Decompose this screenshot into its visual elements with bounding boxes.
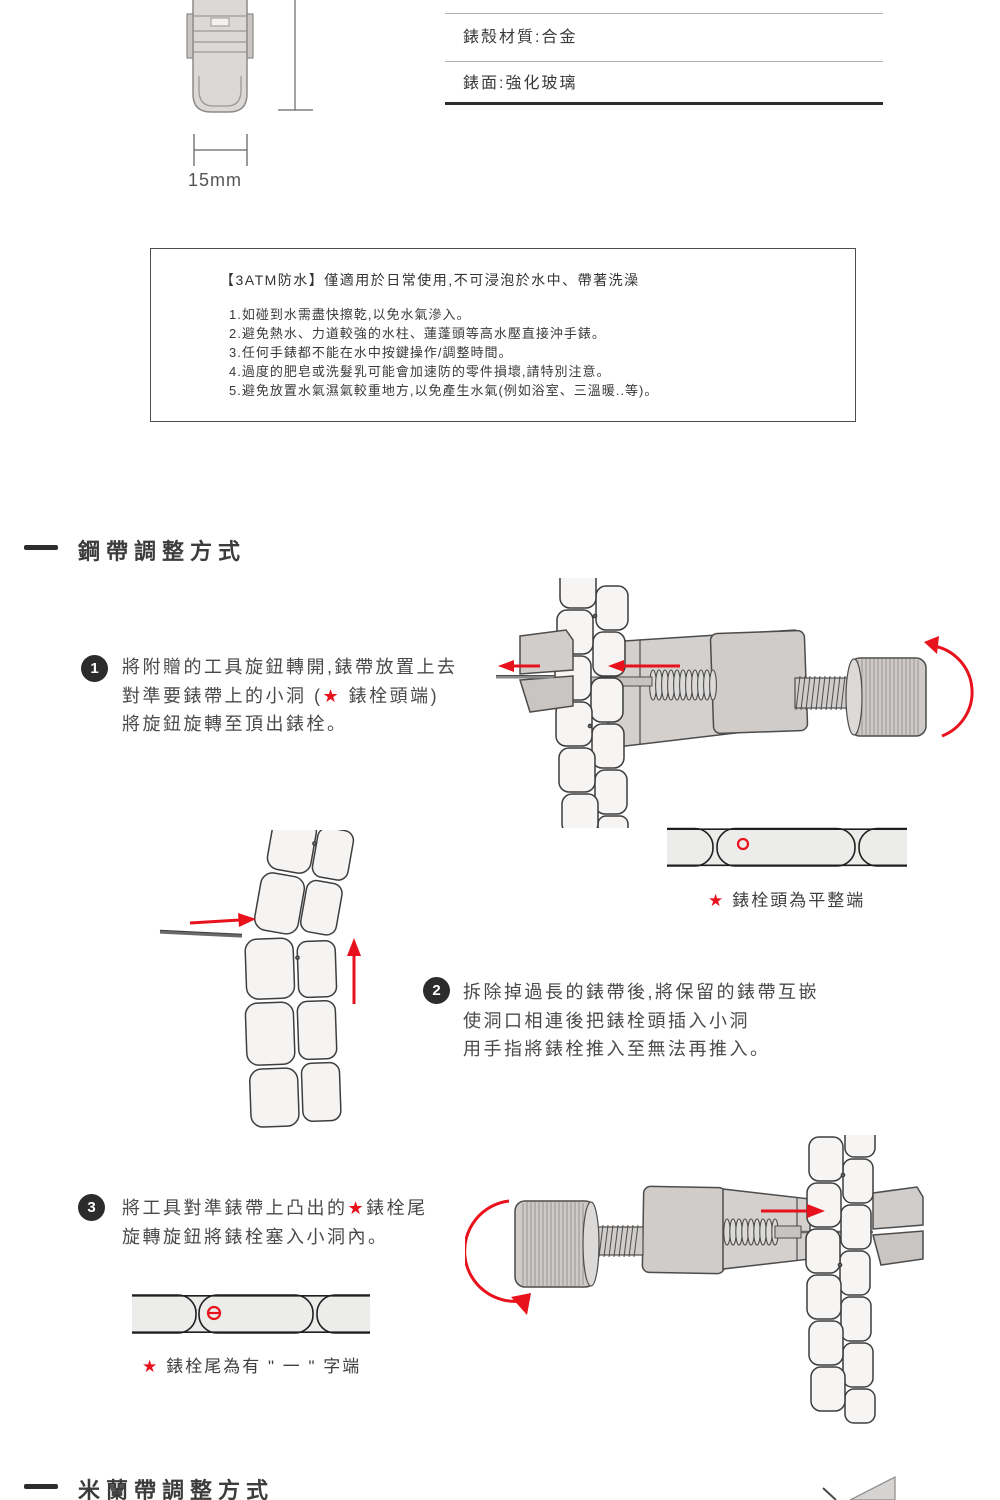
- tool-illustration-step1: [496, 578, 974, 828]
- waterproof-notice-list: 1.如碰到水需盡快擦乾,以免水氣滲入。 2.避免熱水、力道較強的水柱、蓮蓬頭等高…: [229, 305, 855, 400]
- step-2-line-1: 拆除掉過長的錶帶後,將保留的錶帶互嵌: [463, 982, 819, 1002]
- arrow-push-right: [761, 1204, 825, 1218]
- section-title: 米蘭帶調整方式: [78, 1478, 275, 1500]
- step-3-text: 將工具對準錶帶上凸出的★錶栓尾 旋轉旋鈕將錶栓塞入小洞內。: [122, 1194, 428, 1251]
- section-milanese-band: 米蘭帶調整方式: [24, 1473, 274, 1500]
- step-1-line-2: 對準要錶帶上的小洞 (★ 錶栓頭端): [122, 685, 440, 706]
- step-2-line-3: 用手指將錶栓推入至無法再推入。: [463, 1039, 771, 1059]
- notice-item: 5.避免放置水氣濕氣較重地方,以免產生水氣(例如浴室、三溫暖..等)。: [229, 383, 659, 398]
- spec-table: 錶殼材質:合金 錶面:強化玻璃: [445, 0, 883, 105]
- arrow-left-outer: [498, 660, 540, 672]
- step-1-line-3: 將旋鈕旋轉至頂出錶栓。: [122, 714, 348, 734]
- milanese-illustration-fragment: [822, 1476, 896, 1500]
- band-strip-pin-head: [667, 827, 907, 867]
- step-3-line-2: 旋轉旋鈕將錶栓塞入小洞內。: [122, 1226, 389, 1247]
- loose-pin: [159, 929, 243, 938]
- knurled-knob: [845, 657, 927, 737]
- arrow-insert-right: [189, 913, 256, 927]
- bracelet-links: [805, 1135, 876, 1424]
- clamp: [872, 1186, 924, 1266]
- star-icon: ★: [708, 891, 726, 910]
- arrow-rotate-counterclockwise: [465, 1199, 531, 1315]
- step-1-line-1: 將附贈的工具旋鈕轉開,錶帶放置上去: [122, 657, 458, 677]
- knurled-knob: [514, 1200, 600, 1288]
- notice-item: 4.過度的肥皂或洗髮乳可能會加速防的零件損壞,請特別注意。: [229, 364, 611, 379]
- section-title: 鋼帶調整方式: [78, 539, 247, 564]
- caption-pin-head: ★錶栓頭為平整端: [708, 891, 866, 910]
- heading-dash: [24, 1484, 58, 1489]
- clasp-diagram: [186, 0, 313, 166]
- pin-tail-slot: [206, 1305, 222, 1321]
- section-steel-band: 鋼帶調整方式: [24, 534, 246, 566]
- spring: [649, 669, 717, 701]
- star-icon: ★: [322, 685, 342, 706]
- band-strip-pin-tail: [132, 1294, 370, 1334]
- spec-row-clipped: [445, 0, 883, 14]
- notice-item: 1.如碰到水需盡快擦乾,以免水氣滲入。: [229, 307, 471, 322]
- clamp: [496, 629, 574, 713]
- pin-head-hole: [736, 837, 750, 851]
- arrow-left-inner: [608, 660, 680, 672]
- caption-pin-tail: ★錶栓尾為有 " 一 " 字端: [142, 1357, 362, 1376]
- arrow-up: [347, 938, 361, 1004]
- bracelet-pin-illustration: [159, 830, 361, 1128]
- step-2-text: 拆除掉過長的錶帶後,將保留的錶帶互嵌 使洞口相連後把錶栓頭插入小洞 用手指將錶栓…: [463, 978, 819, 1064]
- step-2-line-2: 使洞口相連後把錶栓頭插入小洞: [463, 1010, 750, 1031]
- tool-illustration-step3: [465, 1135, 924, 1424]
- spring: [723, 1218, 779, 1246]
- clasp-width-label: 15mm: [188, 170, 243, 190]
- step-3-line-1: 將工具對準錶帶上凸出的★錶栓尾: [122, 1198, 428, 1218]
- waterproof-notice-title: 【3ATM防水】僅適用於日常使用,不可浸泡於水中、帶著洗澡: [220, 272, 640, 288]
- notice-item: 3.任何手錶都不能在水中按鍵操作/調整時間。: [229, 345, 513, 360]
- arrow-rotate-clockwise: [924, 636, 974, 738]
- spec-row-face: 錶面:強化玻璃: [445, 62, 883, 105]
- notice-item: 2.避免熱水、力道較強的水柱、蓮蓬頭等高水壓直接沖手錶。: [229, 326, 606, 341]
- step-2-badge: 2: [423, 977, 450, 1004]
- step-1-badge: 1: [81, 655, 108, 682]
- waterproof-notice-box: 【3ATM防水】僅適用於日常使用,不可浸泡於水中、帶著洗澡 1.如碰到水需盡快擦…: [150, 248, 856, 422]
- step-1-text: 將附贈的工具旋鈕轉開,錶帶放置上去 對準要錶帶上的小洞 (★ 錶栓頭端) 將旋鈕…: [122, 653, 458, 739]
- heading-dash: [24, 545, 58, 550]
- step-3-badge: 3: [78, 1194, 105, 1221]
- star-icon: ★: [347, 1198, 367, 1218]
- star-icon: ★: [142, 1357, 160, 1376]
- spec-row-case-material: 錶殼材質:合金: [445, 14, 883, 62]
